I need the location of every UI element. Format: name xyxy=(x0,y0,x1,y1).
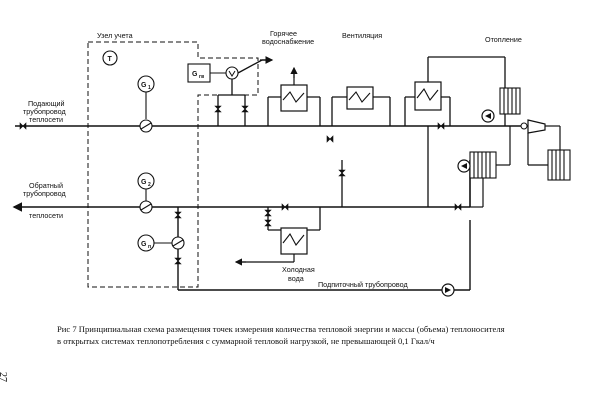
g1-symbol: G xyxy=(141,82,147,89)
g2-subscript: 2 xyxy=(148,182,151,188)
ggv-meter xyxy=(187,63,239,83)
caption-line-1: Рис 7 Принципиальная схема размещения то… xyxy=(57,324,505,334)
gp-flow-meter xyxy=(137,234,185,252)
supply-label-2: трубопровод xyxy=(23,107,66,116)
g2-flow-meter xyxy=(137,172,155,214)
figure-caption: Рис 7 Принципиальная схема размещения то… xyxy=(57,323,577,347)
hot-water-heater-loop xyxy=(267,96,321,231)
radiator-right xyxy=(547,149,571,181)
hot-water-branch xyxy=(217,59,270,126)
return-label-2: трубопровод xyxy=(23,189,66,198)
hot-water-heat-exchanger-top xyxy=(280,84,308,112)
makeup-pipeline xyxy=(177,207,471,291)
return-label-3: теплосети xyxy=(29,211,63,220)
caption-line-2: в открытых системах теплопотребления с с… xyxy=(57,336,435,346)
temperature-sensor xyxy=(102,50,118,66)
ventilation-heater xyxy=(346,86,374,110)
elevator-mixer xyxy=(524,119,561,166)
makeup-label: Подпиточный трубопровод xyxy=(318,280,409,289)
hot-water-label-2: водоснабжение xyxy=(262,37,314,46)
ventilation-label: Вентиляция xyxy=(342,31,382,40)
hot-water-label-1: Горячее xyxy=(270,29,297,38)
gp-symbol: G xyxy=(141,241,147,248)
gp-subscript: п xyxy=(148,244,151,250)
valves xyxy=(19,105,462,265)
supply-label-3: теплосети xyxy=(29,115,63,124)
g1-subscript: 1 xyxy=(148,85,151,91)
cold-water-inlet xyxy=(238,254,295,263)
metering-node-label: Узел учета xyxy=(97,31,133,40)
g2-symbol: G xyxy=(141,179,147,186)
page-number: 27 xyxy=(0,372,8,382)
supply-label-1: Подающий xyxy=(28,99,65,108)
radiator-top xyxy=(499,87,521,115)
storage-connection xyxy=(470,126,511,208)
cold-water-label-2: вода xyxy=(288,274,304,283)
return-label-1: Обратный xyxy=(29,181,63,190)
heating-loop xyxy=(404,56,506,207)
heating-pump-left xyxy=(457,159,471,173)
cold-water-label-1: Холодная xyxy=(282,265,315,274)
ggv-subscript: гв xyxy=(199,74,204,80)
heating-label: Отопление xyxy=(485,35,522,44)
hot-water-heat-exchanger-bottom xyxy=(280,227,308,255)
metering-node-boundary xyxy=(87,41,259,288)
t-symbol: T xyxy=(108,56,113,63)
heating-heat-exchanger xyxy=(414,81,442,111)
ggv-symbol: G xyxy=(192,71,198,78)
heating-pump-top xyxy=(481,109,495,123)
g1-flow-meter xyxy=(137,75,155,133)
makeup-pump xyxy=(441,283,455,297)
heating-storage-coil xyxy=(469,151,497,179)
